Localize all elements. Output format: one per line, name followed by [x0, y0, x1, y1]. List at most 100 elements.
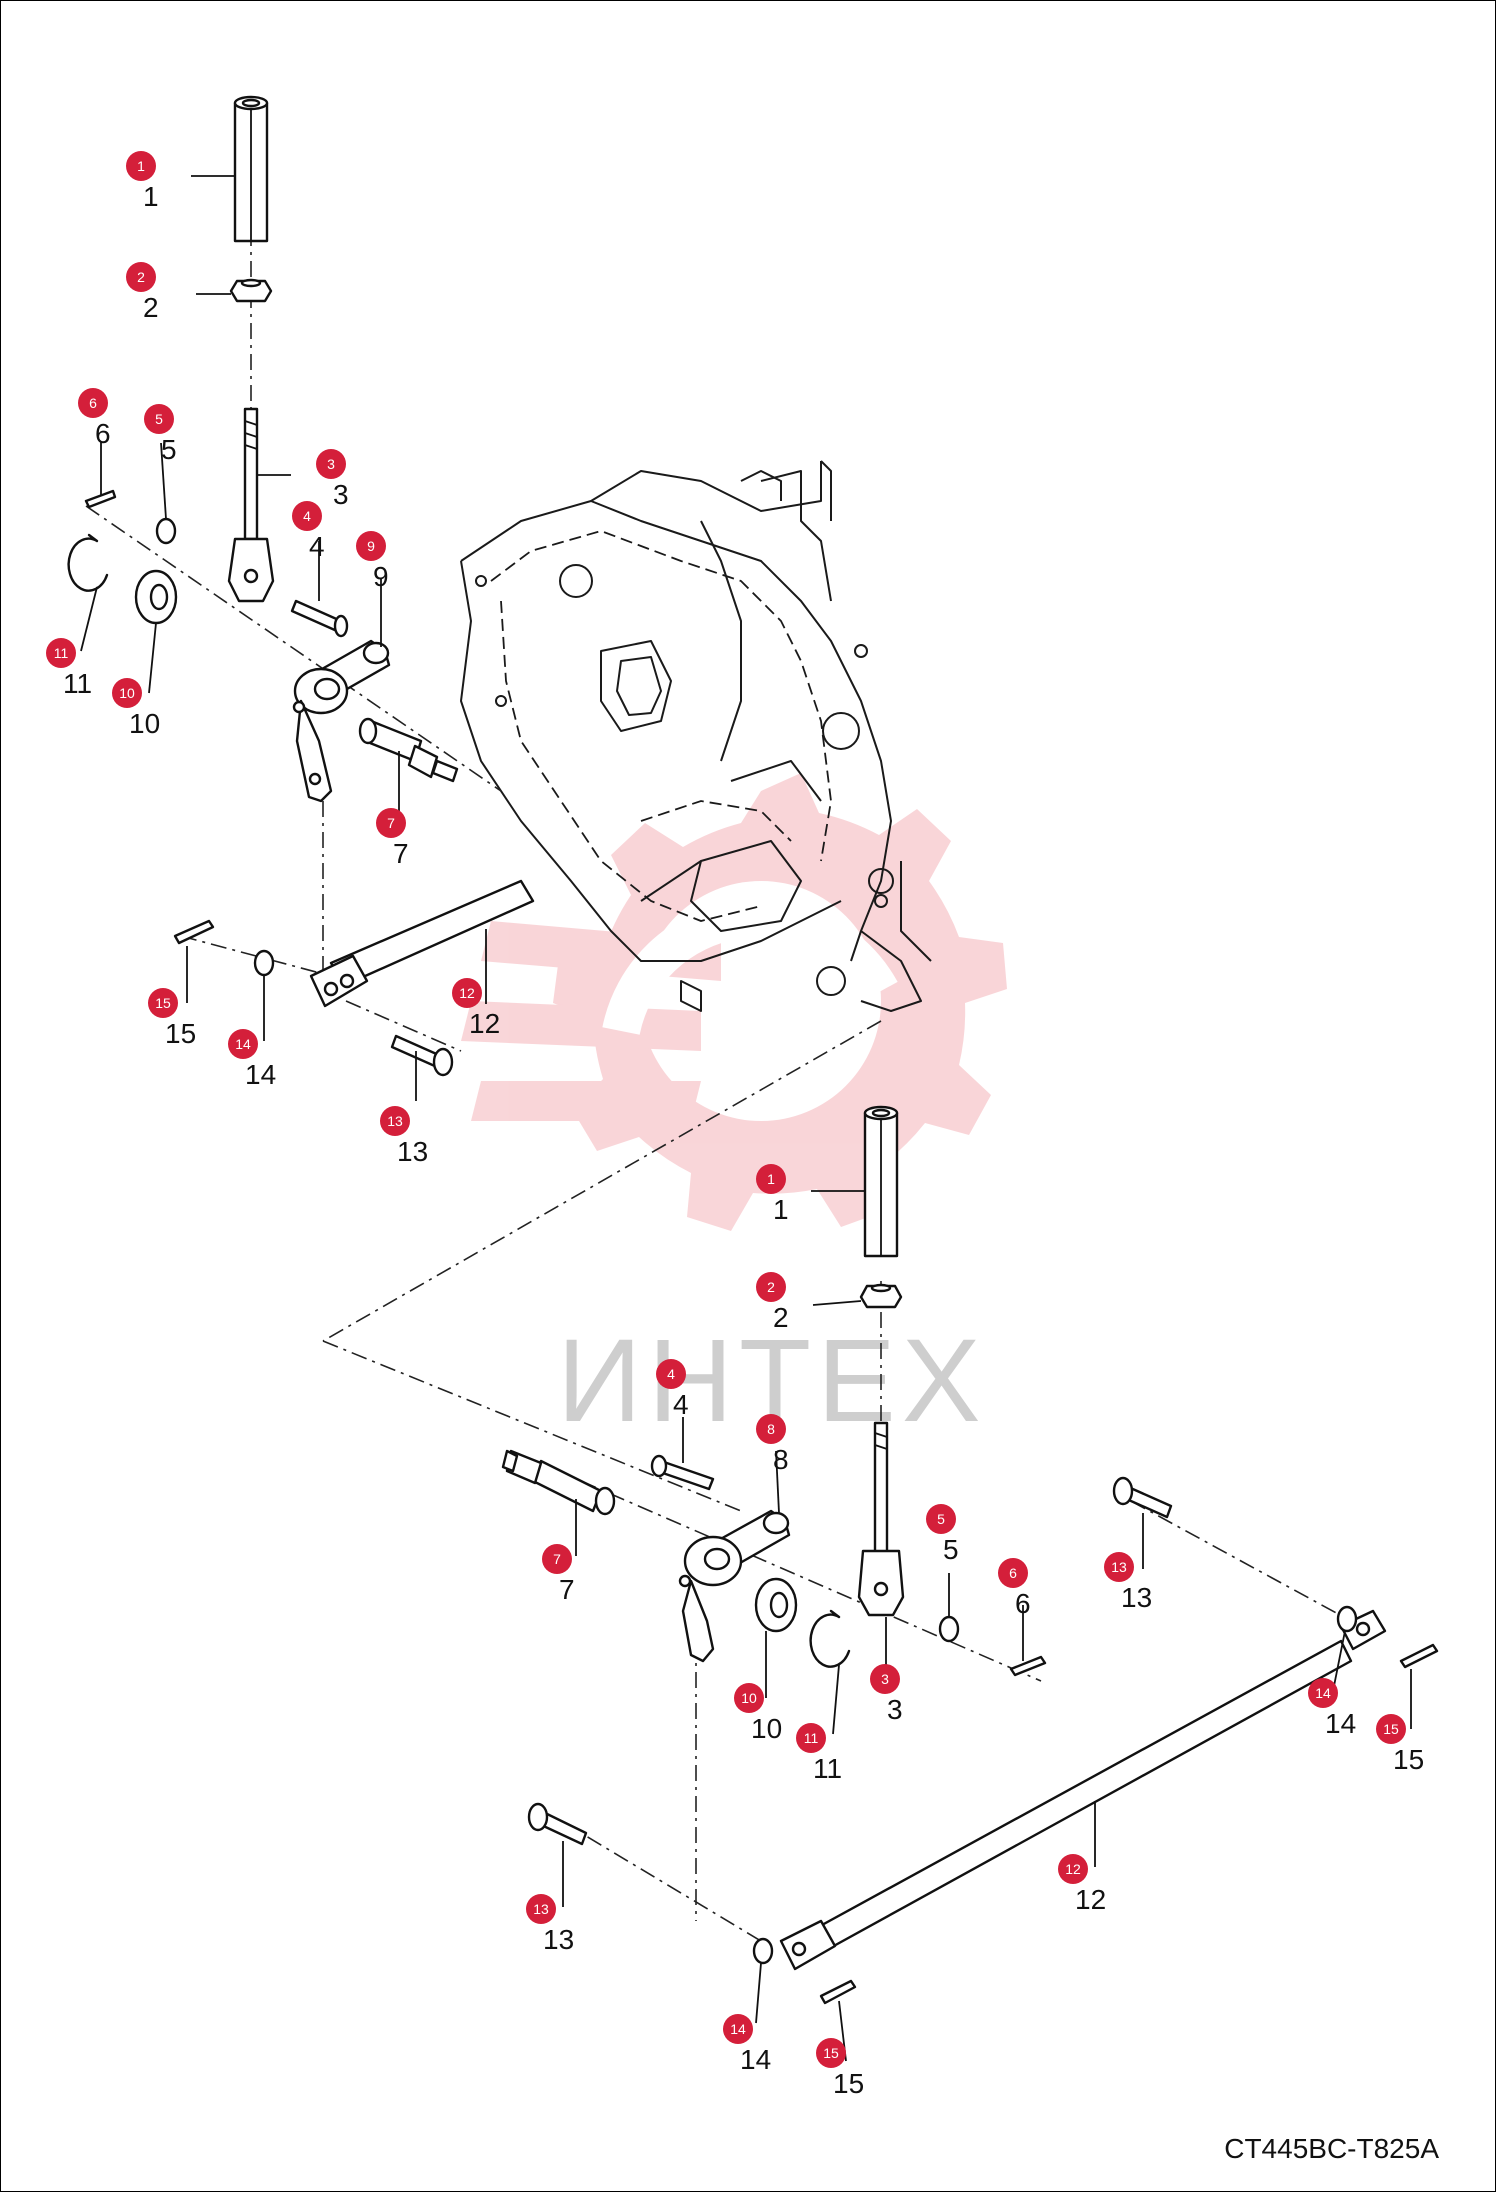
- part-washer-14-lower: [752, 1937, 774, 1965]
- callout-marker: [756, 1414, 786, 1444]
- callout-label: 4: [673, 1389, 689, 1420]
- callout-number: 7: [387, 815, 395, 831]
- callout-marker: [816, 2038, 846, 2068]
- callout-label: 14: [740, 2044, 771, 2075]
- part-clevis-pin-right: [1112, 1476, 1173, 1519]
- callout-label: 7: [393, 838, 409, 869]
- part-cotter-15-upper: [173, 919, 215, 945]
- callout-4: 44: [656, 1359, 689, 1420]
- callout-number: 12: [459, 985, 475, 1001]
- callout-marker: [126, 262, 156, 292]
- callout-number: 2: [137, 269, 145, 285]
- callout-number: 7: [553, 1551, 561, 1567]
- callout-marker: [526, 1894, 556, 1924]
- part-clevis-rod-lower: [857, 1421, 905, 1617]
- part-nut-upper: [229, 278, 273, 303]
- callout-marker: [46, 638, 76, 668]
- callout-marker: [112, 678, 142, 708]
- part-washer-lower: [938, 1615, 960, 1643]
- callout-marker: [926, 1504, 956, 1534]
- part-hex-spacer-lower: [863, 1105, 899, 1258]
- callout-3: 33: [316, 449, 349, 510]
- lower-assembly: [501, 1105, 1439, 2005]
- callout-number: 14: [235, 1036, 251, 1052]
- callout-1: 11: [126, 151, 159, 212]
- leader-lines: [80, 175, 1412, 2062]
- callout-marker: [756, 1272, 786, 1302]
- watermark-logo: [461, 773, 1007, 1231]
- callout-marker: [656, 1359, 686, 1389]
- callout-number: 5: [155, 411, 163, 427]
- part-cotter-pin-lower: [1009, 1655, 1047, 1677]
- callout-6: 66: [78, 388, 111, 449]
- callout-label: 9: [373, 561, 389, 592]
- callout-3: 33: [870, 1664, 903, 1725]
- part-clevis-pin-left: [527, 1802, 588, 1846]
- callout-label: 4: [309, 531, 325, 562]
- callout-marker: [148, 988, 178, 1018]
- callout-label: 6: [95, 418, 111, 449]
- callout-marker: [796, 1723, 826, 1753]
- callout-label: 1: [143, 181, 159, 212]
- callout-number: 9: [367, 538, 375, 554]
- callout-number: 12: [1065, 1861, 1081, 1877]
- callout-number: 15: [155, 995, 171, 1011]
- part-hex-spacer-upper: [233, 95, 269, 243]
- callout-number: 6: [1009, 1565, 1017, 1581]
- callout-number: 13: [1111, 1559, 1127, 1575]
- callout-number: 5: [937, 1511, 945, 1527]
- callout-8: 88: [756, 1414, 789, 1475]
- callout-number: 10: [741, 1690, 757, 1706]
- callout-number: 11: [54, 645, 69, 661]
- part-shaft-upper: [358, 717, 459, 783]
- callout-number: 1: [767, 1171, 775, 1187]
- callout-number: 1: [137, 158, 145, 174]
- callout-7: 77: [542, 1544, 575, 1605]
- callout-number: 11: [804, 1730, 819, 1746]
- callout-label: 13: [397, 1136, 428, 1167]
- callout-marker: [1376, 1714, 1406, 1744]
- callout-marker: [756, 1164, 786, 1194]
- part-clevis-rod-upper: [227, 407, 275, 603]
- callout-number: 8: [767, 1421, 775, 1437]
- callout-9: 99: [356, 531, 389, 592]
- callout-number: 4: [303, 508, 311, 524]
- callout-label: 11: [63, 668, 92, 699]
- callout-marker: [376, 808, 406, 838]
- callout-label: 2: [773, 1302, 789, 1333]
- callout-marker: [723, 2014, 753, 2044]
- callout-label: 15: [165, 1018, 196, 1049]
- callout-marker: [734, 1683, 764, 1713]
- callout-label: 12: [1075, 1884, 1106, 1915]
- part-clevis-pin-upper: [390, 1034, 454, 1077]
- callout-marker: [126, 151, 156, 181]
- callout-label: 10: [751, 1713, 782, 1744]
- part-cotter-pin-upper: [84, 489, 117, 509]
- callout-2: 22: [126, 262, 159, 323]
- callout-label: 6: [1015, 1588, 1031, 1619]
- part-shaft-lower: [501, 1449, 616, 1516]
- callout-marker: [998, 1558, 1028, 1588]
- callout-label: 3: [887, 1694, 903, 1725]
- part-snap-ring-upper: [67, 533, 109, 592]
- transmission-housing: [460, 460, 932, 1012]
- callout-number: 14: [730, 2021, 746, 2037]
- callout-marker: [356, 531, 386, 561]
- callout-label: 14: [245, 1059, 276, 1090]
- part-flat-washer-upper: [134, 569, 178, 625]
- callout-label: 10: [129, 708, 160, 739]
- callout-label: 8: [773, 1444, 789, 1475]
- part-flat-washer-lower: [754, 1577, 798, 1633]
